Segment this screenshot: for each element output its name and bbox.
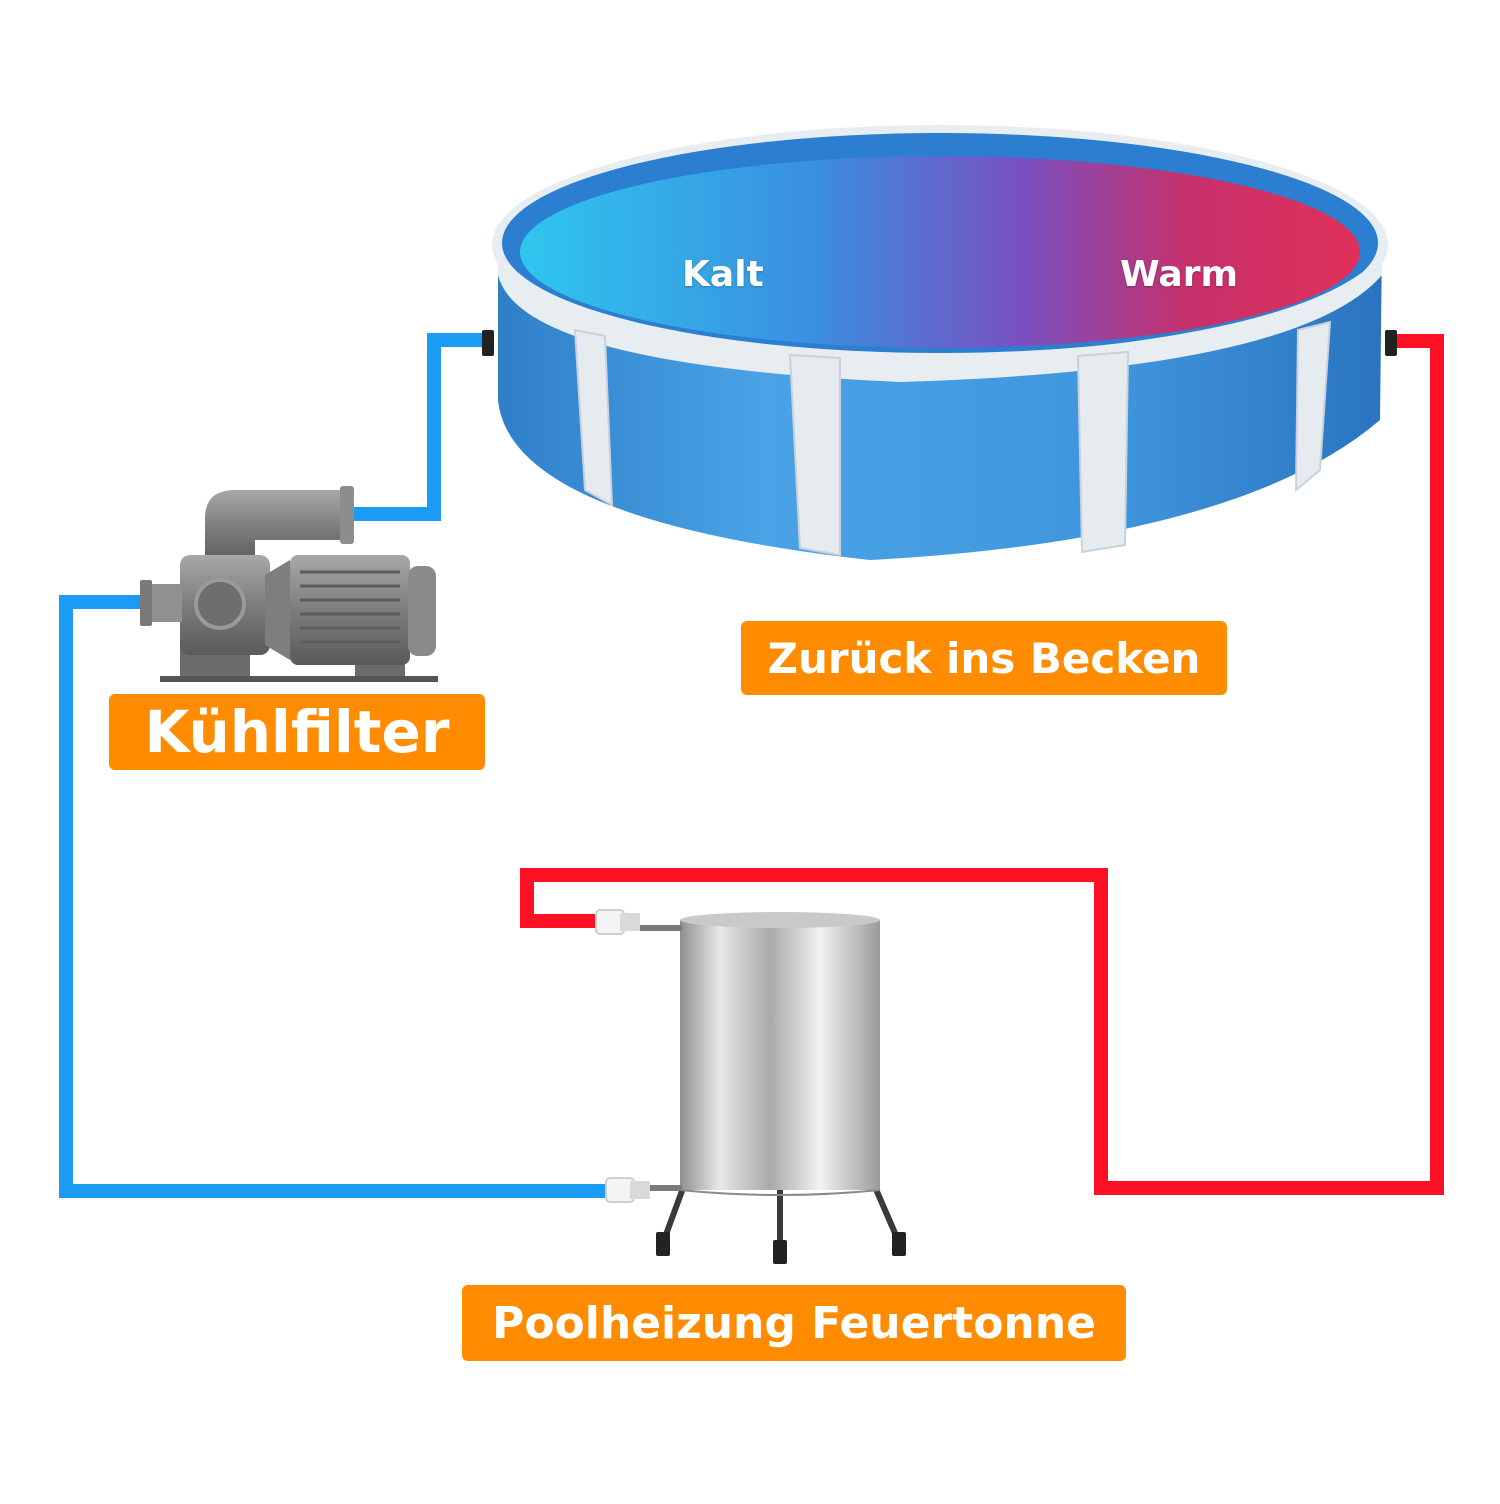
return-to-pool-label: Zurück ins Becken bbox=[741, 621, 1227, 695]
pool-cold-label: Kalt bbox=[682, 254, 764, 295]
pump-label: Kühlfilter bbox=[109, 694, 485, 770]
pool-frame-uprights bbox=[573, 320, 1332, 557]
cold-pipe-pump-to-heater bbox=[59, 595, 626, 1198]
pool-outlet-left bbox=[482, 330, 494, 356]
heater-label-text: Poolheizung Feuertonne bbox=[492, 1297, 1096, 1349]
fire-barrel-icon bbox=[595, 909, 906, 1264]
pool-inlet-right bbox=[1385, 330, 1397, 356]
heater-label: Poolheizung Feuertonne bbox=[462, 1285, 1126, 1361]
pump-icon bbox=[140, 486, 438, 682]
return-to-pool-text: Zurück ins Becken bbox=[767, 633, 1201, 683]
hot-pipe bbox=[520, 334, 1444, 1195]
pump-label-text: Kühlfilter bbox=[144, 698, 450, 766]
cold-pipe-pool-to-pump bbox=[350, 333, 490, 521]
pool bbox=[482, 125, 1397, 560]
cold-pipe bbox=[59, 333, 626, 1198]
pool-warm-label: Warm bbox=[1120, 254, 1238, 295]
hot-pipe-heater-outlet bbox=[520, 334, 1444, 1195]
